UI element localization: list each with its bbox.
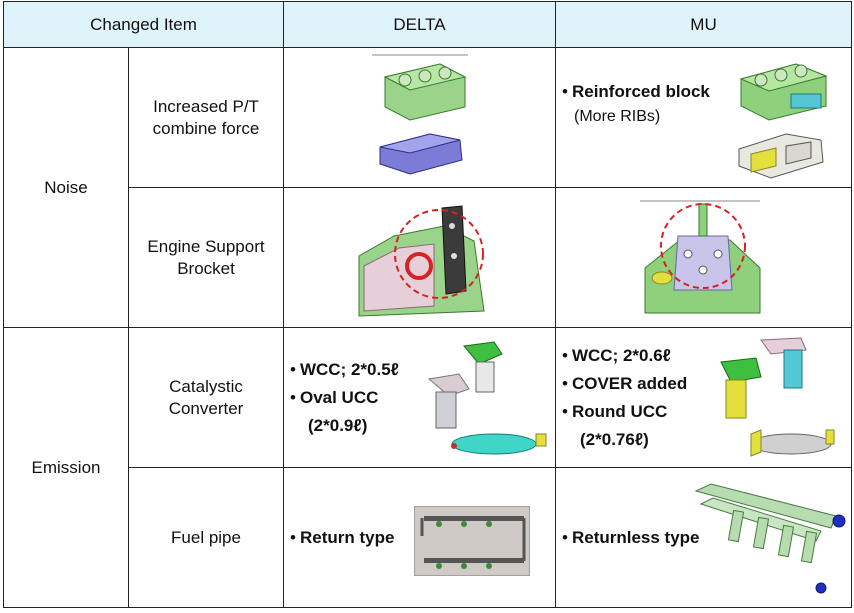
bullet-dot: • [562, 374, 568, 393]
delta-catalytic-bullet-1: •WCC; 2*0.5ℓ [290, 356, 399, 384]
item-engine-support: Engine Support Brocket [127, 187, 285, 328]
item-fuel-pipe: Fuel pipe [127, 467, 285, 608]
mu-bracket-image [640, 200, 761, 314]
mu-catalytic-bullet-1: •WCC; 2*0.6ℓ [562, 342, 671, 370]
item-engine-support-label: Engine Support Brocket [147, 236, 265, 278]
bullet-dot: • [290, 360, 296, 379]
header-mu: MU [555, 1, 853, 48]
bullet-dot: • [290, 528, 296, 547]
delta-fuel-pipe-bullet-text: Return type [299, 528, 395, 547]
bullet-dot: • [562, 402, 568, 421]
mu-fuel-pipe-bullet: •Returnless type [562, 524, 700, 552]
row-catalytic: Emission Catalystic Converter •WCC; 2*0.… [3, 327, 853, 608]
delta-catalytic-bullet-1-text: WCC; 2*0.5ℓ [299, 360, 399, 379]
header-changed-item: Changed Item [2, 1, 285, 48]
bullet-dot: • [562, 346, 568, 365]
delta-pt-force-cell [283, 47, 557, 188]
mu-catalytic-bullet-2: •COVER added [562, 370, 687, 398]
delta-fuel-pipe-bullet: •Return type [290, 524, 394, 552]
mu-catalytic-cell: •WCC; 2*0.6ℓ •COVER added •Round UCC (2*… [555, 327, 853, 468]
header-row: Changed Item DELTA MU [2, 1, 853, 48]
delta-catalytic-bullet-2-text: Oval UCC [299, 388, 379, 407]
delta-engine-support-cell [283, 187, 557, 328]
row-engine-support: Engine Support Brocket [4, 187, 853, 328]
item-pt-force: Increased P/T combine force [127, 47, 285, 188]
mu-pt-force-bullet-text: Reinforced block [571, 82, 710, 101]
mu-fuel-rail-image [694, 483, 846, 594]
mu-converter-image [720, 337, 835, 457]
mu-reinforced-block-image [738, 63, 828, 179]
delta-bracket-image [358, 205, 485, 317]
category-noise: Noise [3, 47, 129, 328]
row-fuel-pipe: Fuel pipe •Return type •Returnless [4, 467, 853, 608]
mu-fuel-pipe-bullet-text: Returnless type [571, 528, 700, 547]
mu-fuel-pipe-cell: •Returnless type [555, 467, 853, 608]
mu-catalytic-note: (2*0.76ℓ) [580, 430, 649, 449]
mu-catalytic-bullet-1-text: WCC; 2*0.6ℓ [571, 346, 671, 365]
mu-catalytic-bullet-3-text: Round UCC [571, 402, 668, 421]
delta-fuel-pipe-cell: •Return type [283, 467, 557, 608]
delta-converter-image [427, 341, 547, 455]
delta-catalytic-note: (2*0.9ℓ) [308, 416, 368, 435]
item-catalytic: Catalystic Converter [127, 327, 285, 468]
mu-pt-force-note: (More RIBs) [574, 108, 661, 125]
mu-pt-force-cell: •Reinforced block (More RIBs) [555, 47, 853, 188]
mu-engine-support-cell [555, 187, 853, 328]
delta-engine-block-image [372, 54, 469, 175]
item-catalytic-label: Catalystic Converter [168, 376, 244, 418]
delta-catalytic-cell: •WCC; 2*0.5ℓ •Oval UCC (2*0.9ℓ) [283, 327, 557, 468]
bullet-dot: • [562, 528, 568, 547]
mu-pt-force-bullet: •Reinforced block [562, 78, 710, 106]
bullet-dot: • [562, 82, 568, 101]
delta-catalytic-bullet-2: •Oval UCC [290, 384, 378, 412]
mu-catalytic-bullet-2-text: COVER added [571, 374, 688, 393]
row-pt-force: Noise Increased P/T combine force •Reinf… [3, 47, 853, 328]
item-fuel-pipe-label: Fuel pipe [171, 527, 241, 547]
category-emission: Emission [3, 327, 129, 608]
header-delta: DELTA [283, 1, 557, 48]
mu-catalytic-bullet-3: •Round UCC [562, 398, 667, 426]
delta-fuel-rail-image [414, 506, 531, 576]
item-pt-force-label: Increased P/T combine force [152, 96, 260, 138]
bullet-dot: • [290, 388, 296, 407]
